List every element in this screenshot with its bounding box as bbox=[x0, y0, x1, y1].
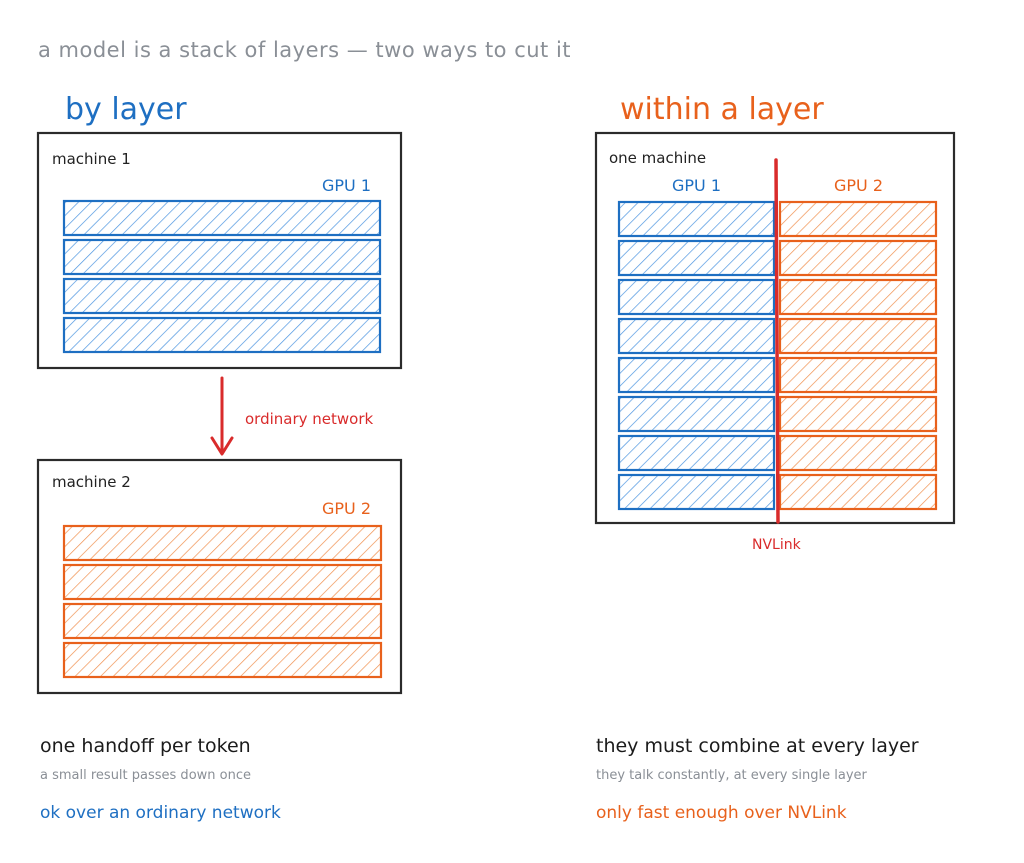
ordinary-network-label: ordinary network bbox=[245, 410, 374, 428]
machine-1-label: machine 1 bbox=[52, 150, 131, 168]
diagram-subtitle: a model is a stack of layers — two ways … bbox=[38, 38, 572, 62]
machine-2-layer-4 bbox=[62, 641, 383, 679]
machine-1-layer-4 bbox=[62, 316, 382, 354]
right-gpu1-label: GPU 1 bbox=[672, 176, 722, 195]
gpu1-layer-shard-7 bbox=[617, 434, 776, 472]
heading-within-layer: within a layer bbox=[620, 92, 824, 127]
nvlink-label: NVLink bbox=[752, 537, 801, 553]
machine-1-layer-1 bbox=[62, 199, 382, 237]
gpu1-layer-shard-1 bbox=[617, 200, 776, 238]
right-caption-sub: they talk constantly, at every single la… bbox=[596, 768, 867, 783]
machine-1-gpu-label: GPU 1 bbox=[322, 176, 372, 195]
one-machine-label: one machine bbox=[609, 149, 707, 167]
handoff-arrow bbox=[210, 376, 234, 456]
left-caption-title: one handoff per token bbox=[40, 735, 251, 757]
gpu2-layer-shard-6 bbox=[778, 395, 938, 433]
machine-1-layer-3 bbox=[62, 277, 382, 315]
heading-by-layer: by layer bbox=[65, 92, 187, 127]
gpu2-layer-shard-1 bbox=[778, 200, 938, 238]
gpu2-layer-shard-8 bbox=[778, 473, 938, 511]
machine-1-layers bbox=[62, 199, 382, 354]
gpu2-layer-shard-7 bbox=[778, 434, 938, 472]
one-machine-frame bbox=[594, 131, 956, 525]
left-caption-sub: a small result passes down once bbox=[40, 768, 251, 783]
right-caption-title: they must combine at every layer bbox=[596, 735, 919, 757]
gpu2-layer-shard-5 bbox=[778, 356, 938, 394]
gpu1-layer-shard-2 bbox=[617, 239, 776, 277]
machine-2-frame bbox=[36, 458, 403, 695]
machine-2-layer-1 bbox=[62, 524, 383, 562]
right-gpu2-layers bbox=[778, 200, 938, 511]
right-gpu2-label: GPU 2 bbox=[834, 176, 884, 195]
gpu1-layer-shard-4 bbox=[617, 317, 776, 355]
right-gpu1-layers bbox=[617, 200, 776, 511]
gpu1-layer-shard-5 bbox=[617, 356, 776, 394]
machine-2-layer-3 bbox=[62, 602, 383, 640]
gpu2-layer-shard-3 bbox=[778, 278, 938, 316]
machine-1-layer-2 bbox=[62, 238, 382, 276]
right-caption-note: only fast enough over NVLink bbox=[596, 803, 847, 823]
gpu1-layer-shard-6 bbox=[617, 395, 776, 433]
machine-2-gpu-label: GPU 2 bbox=[322, 499, 372, 518]
gpu2-layer-shard-2 bbox=[778, 239, 938, 277]
machine-2-layer-2 bbox=[62, 563, 383, 601]
gpu1-layer-shard-8 bbox=[617, 473, 776, 511]
gpu1-layer-shard-3 bbox=[617, 278, 776, 316]
gpu2-layer-shard-4 bbox=[778, 317, 938, 355]
machine-2-layers bbox=[62, 524, 383, 679]
nvlink-line bbox=[774, 158, 780, 524]
machine-2-label: machine 2 bbox=[52, 473, 131, 491]
left-caption-note: ok over an ordinary network bbox=[40, 803, 281, 823]
machine-1-frame bbox=[36, 131, 403, 370]
